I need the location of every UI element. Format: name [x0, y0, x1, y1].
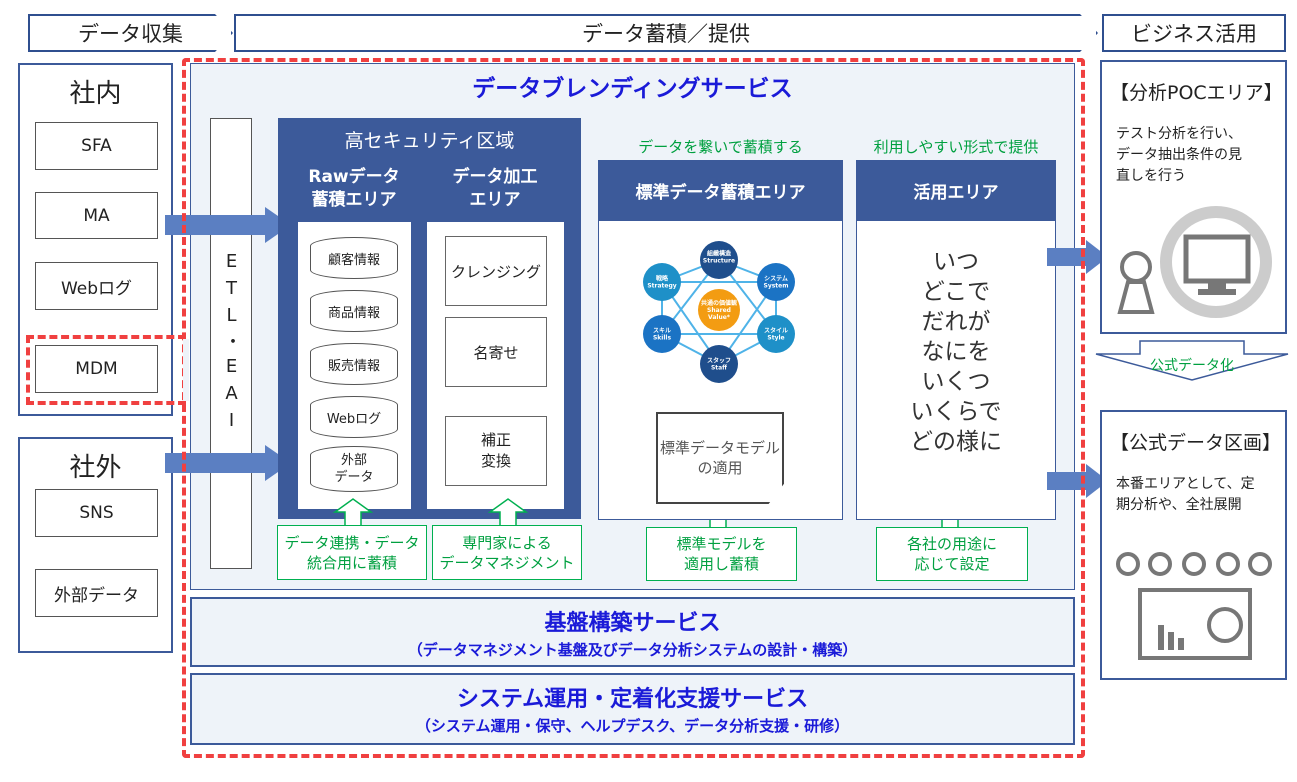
stage-store-label: データ蓄積／提供 — [582, 22, 750, 46]
blending-title: データブレンディングサービス — [472, 76, 793, 102]
infra-subtitle: （データマネジメント基盤及びデータ分析システムの設計・構築） — [407, 641, 858, 659]
stage-collect-label: データ収集 — [78, 22, 183, 46]
stage-store: データ蓄積／提供 — [234, 14, 1098, 52]
usage-line: いつ — [933, 249, 979, 275]
source-sns: SNS — [35, 489, 158, 537]
processing-area-title: データ加工 エリア — [452, 167, 538, 210]
official-title: 【公式データ区画】 — [1110, 432, 1282, 454]
usage-line: どの様に — [910, 429, 1002, 455]
security-title: 高セキュリティ区域 — [344, 130, 515, 152]
raw-caption: データ連携・データ 統合用に蓄積 — [277, 525, 427, 580]
usage-caption: 各社の用途に 応じて設定 — [876, 527, 1028, 581]
ops-subtitle: （システム運用・保守、ヘルプデスク、データ分析支援・研修） — [415, 717, 850, 735]
usage-line: いくらで — [910, 399, 1002, 425]
standard-tagline: データを繋いで蓄積する — [638, 138, 803, 156]
standard-area-title: 標準データ蓄積エリア — [598, 160, 843, 220]
arrow-internal-in — [165, 215, 265, 235]
external-title: 社外 — [69, 453, 122, 483]
db-external: 外部 データ — [310, 446, 398, 492]
arrow-to-official — [1047, 472, 1087, 490]
infra-title: 基盤構築サービス — [544, 611, 721, 636]
scope-boundary — [182, 58, 1085, 758]
db-product: 商品情報 — [310, 290, 398, 332]
process-correction: 補正 変換 — [445, 416, 547, 486]
external-group: 社外 — [18, 437, 173, 653]
scope-boundary-mdm — [26, 335, 186, 405]
poc-area: 【分析POCエリア】 テスト分析を行い、 データ抽出条件の見 直しを行う — [1100, 60, 1287, 334]
db-sales: 販売情報 — [310, 343, 398, 385]
arrow-to-poc — [1047, 248, 1087, 266]
team-presentation-icon — [1116, 552, 1272, 660]
usage-area: いつ どこで だれが なにを いくつ いくらで どの様に — [856, 220, 1056, 520]
db-weblog: Webログ — [310, 396, 398, 438]
processing-caption: 専門家による データマネジメント — [432, 525, 582, 580]
internal-title: 社内 — [69, 79, 122, 109]
source-external-data: 外部データ — [35, 569, 158, 617]
usage-area-title: 活用エリア — [856, 160, 1056, 220]
source-mdm: MDM — [35, 345, 158, 393]
infra-service: 基盤構築サービス （データマネジメント基盤及びデータ分析システムの設計・構築） — [190, 597, 1075, 667]
process-name-matching: 名寄せ — [445, 317, 547, 387]
db-customer: 顧客情報 — [310, 237, 398, 279]
raw-area-title: Rawデータ 蓄積エリア — [308, 167, 400, 210]
up-arrow-icon — [487, 498, 529, 527]
process-cleansing: クレンジング — [445, 236, 547, 306]
usage-tagline: 利用しやすい形式で提供 — [873, 138, 1039, 156]
official-description: 本番エリアとして、定 期分析や、全社展開 — [1116, 476, 1255, 513]
source-ma: MA — [35, 192, 158, 239]
stage-business-label: ビジネス活用 — [1131, 22, 1257, 46]
standard-model-note: 標準データモデル の適用 — [656, 412, 784, 504]
stage-collect: データ収集 — [28, 14, 233, 52]
usage-questions: いつ どこで だれが なにを いくつ いくらで どの様に — [857, 247, 1055, 457]
ops-title: システム運用・定着化支援サービス — [456, 687, 809, 712]
etl-eai-box: ETL・EAI — [210, 118, 252, 569]
stage-business: ビジネス活用 — [1102, 14, 1286, 52]
usage-line: なにを — [921, 339, 991, 365]
scope-gap — [183, 339, 189, 401]
official-area: 【公式データ区画】 本番エリアとして、定 期分析や、全社展開 — [1100, 410, 1287, 680]
up-arrow-icon — [332, 498, 374, 527]
official-data-label: 公式データ化 — [1150, 358, 1234, 374]
usage-line: どこで — [921, 279, 991, 305]
source-sfa: SFA — [35, 122, 158, 170]
official-data-arrow — [1095, 340, 1289, 381]
usage-line: いくつ — [921, 369, 991, 395]
arrow-external-in — [165, 453, 265, 473]
standard-caption: 標準モデルを 適用し蓄積 — [646, 527, 797, 581]
analysis-cycle-icon — [1117, 206, 1272, 318]
source-weblog: Webログ — [35, 262, 158, 310]
poc-title: 【分析POCエリア】 — [1110, 82, 1283, 104]
ops-service: システム運用・定着化支援サービス （システム運用・保守、ヘルプデスク、データ分析… — [190, 673, 1075, 745]
usage-line: だれが — [921, 309, 991, 335]
poc-description: テスト分析を行い、 データ抽出条件の見 直しを行う — [1116, 126, 1242, 184]
